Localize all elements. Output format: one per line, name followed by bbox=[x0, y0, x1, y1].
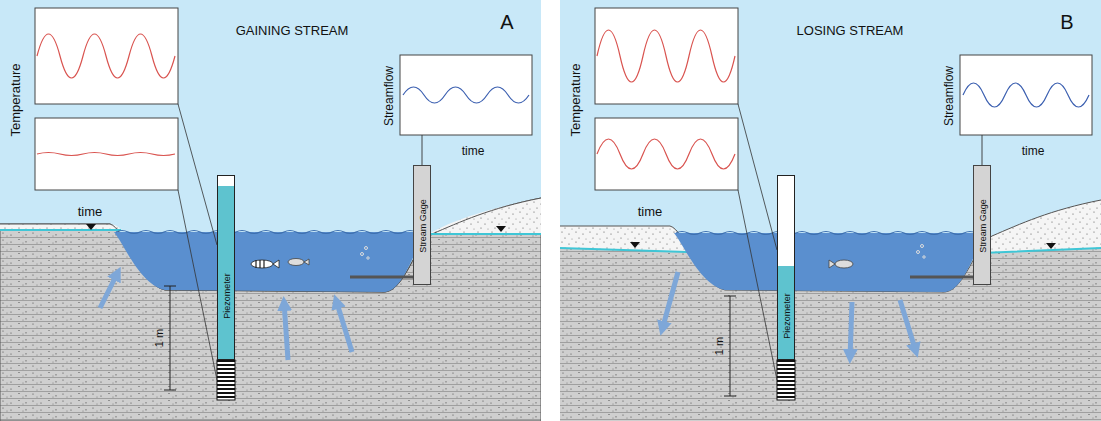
piezometer-tube: Piezometer bbox=[217, 175, 235, 360]
gage-leader bbox=[422, 135, 423, 165]
piezometer-tube-text: Piezometer bbox=[783, 293, 792, 339]
axis-label: time bbox=[638, 205, 663, 218]
streamflow-chart-text: Streamflow bbox=[383, 66, 395, 126]
stream-panel-text: GAINING STREAM bbox=[236, 24, 349, 37]
axis-label: Temperature bbox=[569, 64, 582, 137]
fish bbox=[251, 259, 309, 269]
stream-panel-text: A bbox=[500, 12, 513, 32]
stream-gage: Stream Gage bbox=[973, 165, 991, 285]
axis-label: time bbox=[78, 205, 103, 218]
fish bbox=[829, 260, 853, 268]
stream-gage-text: Stream Gage bbox=[979, 199, 988, 253]
streamflow-chart: Streamflowtime bbox=[960, 55, 1092, 135]
gaining-panel bbox=[0, 0, 541, 421]
streamflow-chart: Streamflowtime bbox=[400, 55, 532, 135]
piezometer-tube-text: Piezometer bbox=[223, 273, 232, 319]
stream-gage-text: Stream Gage bbox=[419, 199, 428, 253]
scale-label: 1 m bbox=[154, 329, 165, 347]
piezometer-tube: Piezometer bbox=[777, 175, 795, 360]
axis-label: Temperature bbox=[9, 64, 22, 137]
stream-panel-text: LOSING STREAM bbox=[797, 24, 904, 37]
scale-label: 1 m bbox=[714, 337, 725, 355]
gage-leader bbox=[982, 135, 983, 165]
stream-gage: Stream Gage bbox=[413, 165, 431, 285]
stream-panel: GAINING STREAM A Piezometer Stream Gage Stre… bbox=[0, 0, 541, 421]
stream-panel-text: B bbox=[1060, 12, 1073, 32]
streamflow-chart-text: time bbox=[1022, 145, 1045, 157]
streamflow-chart-text: Streamflow bbox=[943, 66, 955, 126]
stream-panel: LOSING STREAM B Piezometer Stream Gage Strea… bbox=[560, 0, 1101, 421]
losing-panel bbox=[560, 0, 1101, 421]
streamflow-chart-text: time bbox=[462, 145, 485, 157]
